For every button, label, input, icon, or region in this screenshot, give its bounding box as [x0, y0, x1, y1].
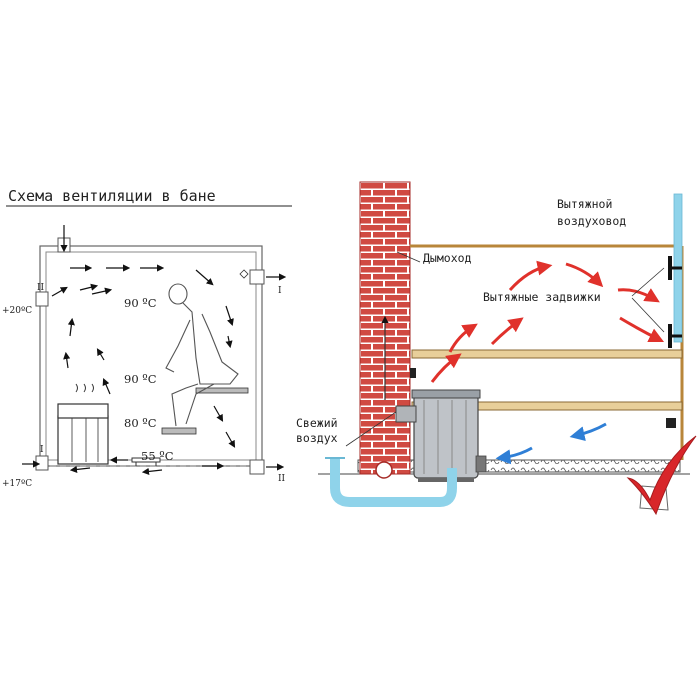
- chimney-cleanout: [375, 461, 393, 479]
- right-lower-vent: [249, 459, 265, 475]
- left-upper-vent-label: II: [37, 283, 45, 293]
- exhaust-duct-label-1: Вытяжной: [557, 197, 612, 211]
- left-lower-vent-label: I: [40, 445, 44, 455]
- right-lower-vent-label: II: [278, 474, 286, 484]
- temp-label-floor: 55 ºC: [141, 449, 174, 463]
- left-lower-vent: [35, 455, 49, 471]
- warm-air-arrows: [430, 260, 665, 383]
- fresh-air-label-2: воздух: [296, 431, 338, 445]
- fresh-air-leader: [345, 411, 397, 447]
- fresh-air-label-1: Свежий: [296, 416, 338, 430]
- check-mark-icon: [626, 435, 697, 516]
- temp-label-upper: 90 ºC: [124, 296, 157, 310]
- damper-leader-upper: [631, 267, 665, 297]
- right-sauna-diagram: Дымоход Вытяжной воздуховод Вытяжные зад…: [296, 181, 697, 516]
- temp-label-middle: 90 ºC: [124, 372, 157, 386]
- left-upper-vent: [35, 291, 49, 307]
- chimney-label: Дымоход: [423, 251, 472, 265]
- chimney-leader: [396, 251, 421, 263]
- temp-label-lower: 80 ºC: [124, 416, 157, 430]
- left-benches: [131, 387, 249, 466]
- exhaust-damper-upper: [668, 256, 682, 280]
- exhaust-duct-label-2: воздуховод: [557, 214, 626, 228]
- left-stove: [57, 383, 109, 465]
- fan-icon: [239, 269, 249, 279]
- outside-temp-lower: +17ºC: [2, 479, 32, 489]
- right-upper-vent-label: I: [278, 286, 282, 296]
- diagram-title: Схема вентиляции в бане: [8, 187, 216, 205]
- steam-icon: [75, 383, 94, 393]
- seated-person-figure: [165, 283, 239, 427]
- damper-leader-lower: [631, 297, 665, 333]
- cool-air-arrows: [495, 422, 607, 465]
- right-stove: [395, 389, 487, 482]
- left-airflow-arrows: [51, 264, 236, 476]
- right-upper-vent: [249, 269, 265, 285]
- outside-temp-upper: +20ºC: [2, 306, 32, 316]
- fresh-air-pipe: [330, 458, 457, 507]
- left-sauna-diagram: II +20ºC I I +17ºC II: [2, 225, 287, 489]
- exhaust-damper-lower: [668, 324, 682, 348]
- exhaust-dampers-label: Вытяжные задвижки: [483, 290, 601, 304]
